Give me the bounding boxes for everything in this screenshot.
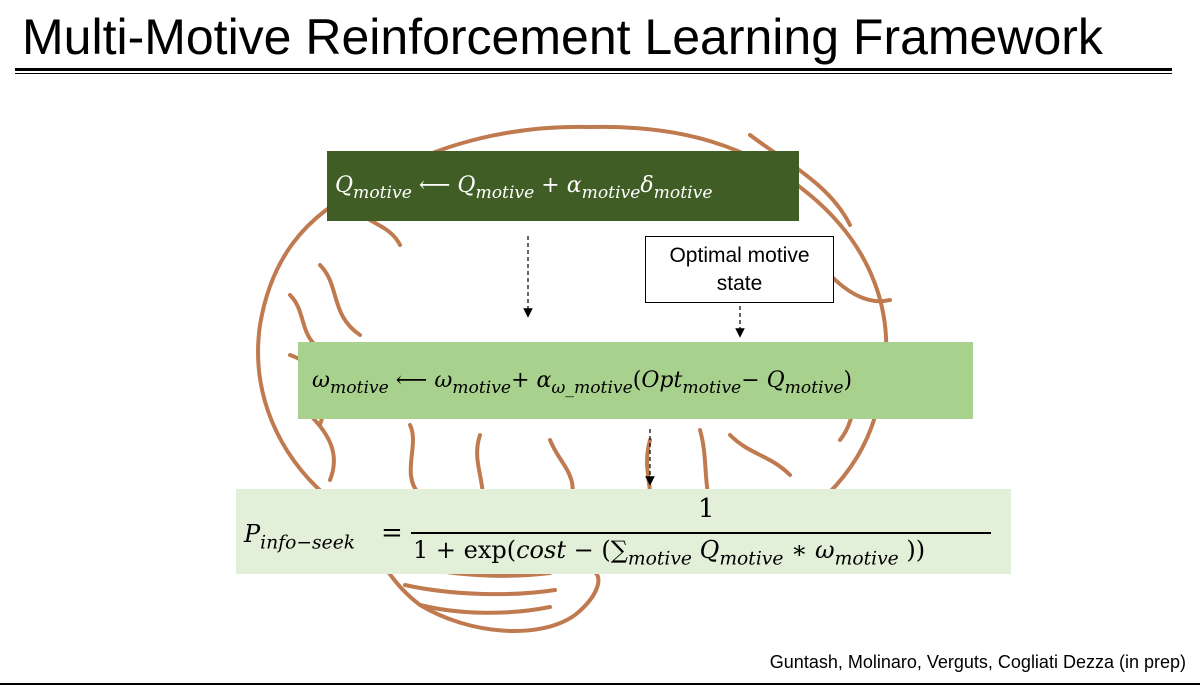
p-info-seek-equation: Pinfo−seek = 1 1 + exp(cost − (∑motive Q… [236, 489, 1011, 574]
title-underline-thin [15, 73, 1172, 74]
fraction-bar [411, 532, 991, 534]
omega-update-equation: ωmotive ⟵ ωmotive+ αω_motive(Optmotive− … [298, 342, 973, 419]
page-title: Multi-Motive Reinforcement Learning Fram… [22, 9, 1103, 65]
optimal-motive-state-box: Optimal motive state [645, 236, 834, 303]
optimal-box-line1: Optimal motive [669, 244, 810, 267]
title-underline [15, 68, 1172, 71]
optimal-box-line2: state [716, 272, 763, 295]
q-update-equation: Qmotive ⟵ Qmotive + αmotiveδmotive [327, 151, 799, 221]
bottom-rule [0, 683, 1200, 685]
citation: Guntash, Molinaro, Verguts, Cogliati Dez… [769, 652, 1186, 672]
